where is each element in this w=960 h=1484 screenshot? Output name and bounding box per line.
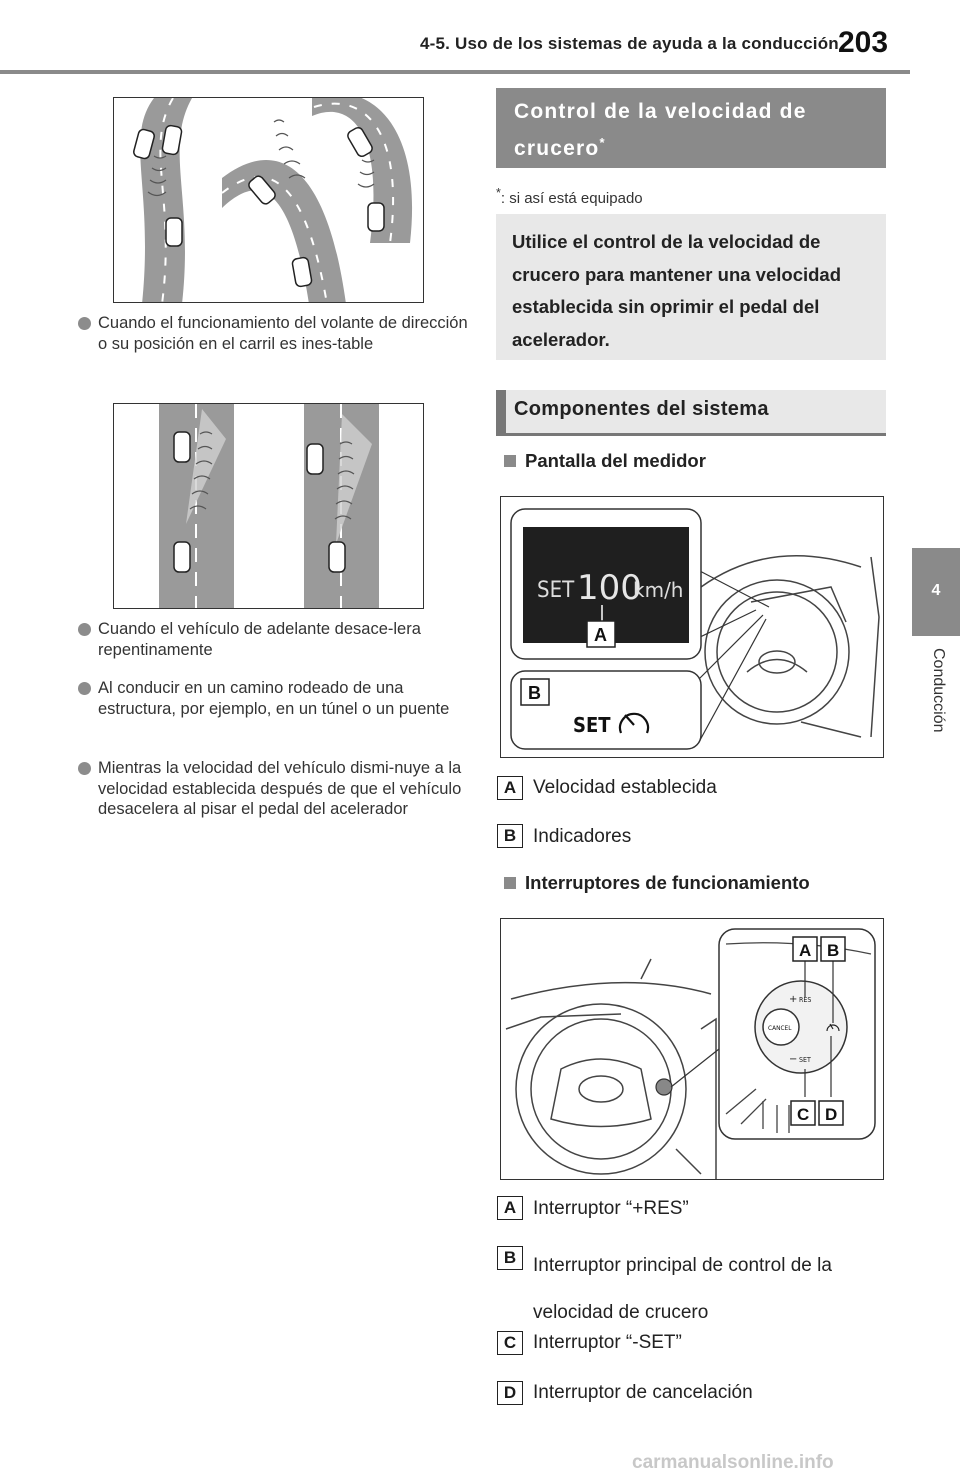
chapter-tab bbox=[912, 548, 960, 636]
callout-a: A bbox=[594, 625, 607, 645]
bullet-item: Al conducir en un camino rodeado de una … bbox=[78, 678, 468, 719]
definition-text: Interruptor principal de control de la v… bbox=[533, 1255, 832, 1323]
section-title: Control de la velocidad de crucero* bbox=[496, 88, 886, 168]
bullet-text: Cuando el vehículo de adelante desace-le… bbox=[98, 620, 421, 659]
callout-d: D bbox=[825, 1105, 837, 1124]
set-label: SET bbox=[799, 1056, 811, 1064]
bullet-item: Mientras la velocidad del vehículo dismi… bbox=[78, 758, 468, 820]
chapter-number: 4 bbox=[931, 582, 941, 599]
definition-text: Interruptor de cancelación bbox=[533, 1382, 753, 1403]
chapter-label: Conducción bbox=[930, 648, 947, 733]
cancel-label: CANCEL bbox=[768, 1024, 792, 1032]
definition-text: Interruptor “-SET” bbox=[533, 1332, 682, 1353]
display-speed-text: 100 bbox=[577, 568, 642, 608]
callout-a: A bbox=[799, 941, 811, 960]
footnote: *: si así está equipado bbox=[496, 186, 643, 207]
label-box-b: B bbox=[497, 1246, 523, 1270]
switches-subheading: Interruptores de funcionamiento bbox=[504, 872, 810, 894]
set-minus-icon: − bbox=[789, 1054, 797, 1065]
bullet-dot-icon bbox=[78, 317, 91, 330]
bullet-dot-icon bbox=[78, 682, 91, 695]
label-box-a: A bbox=[497, 776, 523, 800]
bullet-text: Mientras la velocidad del vehículo dismi… bbox=[98, 759, 462, 818]
label-box-d: D bbox=[497, 1381, 523, 1405]
definition-text: Indicadores bbox=[533, 826, 632, 847]
watermark: carmanualsonline.info bbox=[632, 1452, 834, 1473]
curved-road-illustration bbox=[113, 97, 424, 303]
label-box-a: A bbox=[497, 1196, 523, 1220]
definition-text: Velocidad establecida bbox=[533, 777, 717, 798]
display-unit-text: km/h bbox=[633, 578, 683, 602]
callout-b: B bbox=[528, 683, 541, 703]
bullet-text: Al conducir en un camino rodeado de una … bbox=[98, 679, 450, 718]
header-rule bbox=[0, 70, 910, 74]
intro-summary: Utilice el control de la velocidad de cr… bbox=[496, 214, 886, 360]
square-bullet-icon bbox=[504, 877, 516, 889]
label-box-b: B bbox=[497, 824, 523, 848]
bullet-dot-icon bbox=[78, 762, 91, 775]
footnote-mark: * bbox=[599, 135, 606, 150]
square-bullet-icon bbox=[504, 455, 516, 467]
cruise-indicator-icon bbox=[618, 712, 650, 734]
res-label: RES bbox=[799, 996, 811, 1004]
indicator-set-text: SET bbox=[573, 713, 611, 737]
label-box-c: C bbox=[497, 1331, 523, 1355]
cruise-main-switch-icon bbox=[826, 1023, 840, 1032]
bullet-item: Cuando el vehículo de adelante desace-le… bbox=[78, 619, 468, 660]
bullet-text: Cuando el funcionamiento del volante de … bbox=[98, 314, 468, 353]
section-header-title: 4-5. Uso de los sistemas de ayuda a la c… bbox=[420, 34, 839, 53]
straight-road-illustration bbox=[113, 403, 424, 609]
steering-switch-illustration: CANCEL + RES − SET A B C D bbox=[500, 918, 884, 1180]
meter-display-illustration: SET 100 km/h A B SET bbox=[500, 496, 884, 758]
meter-subheading: Pantalla del medidor bbox=[504, 450, 706, 472]
components-heading: Componentes del sistema bbox=[496, 390, 886, 436]
definition-text: Interruptor “+RES” bbox=[533, 1198, 689, 1219]
display-set-text: SET bbox=[537, 578, 575, 603]
bullet-dot-icon bbox=[78, 623, 91, 636]
res-plus-icon: + bbox=[789, 994, 797, 1005]
callout-c: C bbox=[797, 1105, 809, 1124]
bullet-item: Cuando el funcionamiento del volante de … bbox=[78, 313, 468, 354]
page-number: 203 bbox=[838, 26, 889, 59]
callout-b: B bbox=[827, 941, 839, 960]
